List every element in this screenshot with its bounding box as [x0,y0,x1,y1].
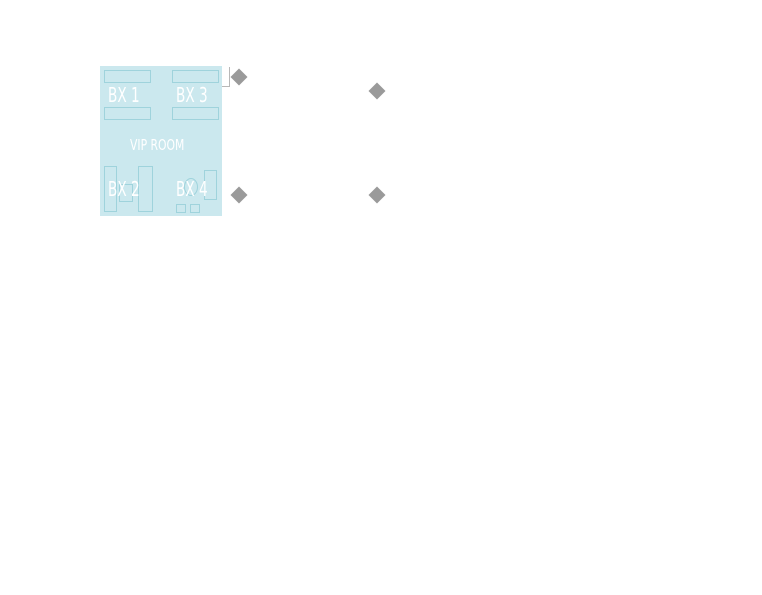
table-outline [172,107,219,120]
box-1-label[interactable]: BX 1 [108,83,140,107]
sofa-outline [138,166,153,212]
diamond-icon[interactable] [368,186,386,204]
vip-room-floorplan[interactable]: BX 1 BX 3 VIP ROOM BX 2 BX 4 [100,66,222,216]
diamond-icon[interactable] [230,68,248,86]
stool-outline [184,178,198,196]
table-outline [104,70,151,83]
table-outline [172,70,219,83]
chair-outline [176,204,186,213]
leader-line [222,67,230,87]
box-4-label[interactable]: BX 4 [176,177,208,201]
diamond-icon[interactable] [368,82,386,100]
seat-outline [119,184,133,202]
box-2-label[interactable]: BX 2 [108,177,140,201]
diamond-icon[interactable] [230,186,248,204]
sofa-outline [204,170,217,200]
sofa-outline [104,166,117,212]
box-3-label[interactable]: BX 3 [176,83,208,107]
chair-outline [190,204,200,213]
room-label: VIP ROOM [130,136,185,154]
table-outline [104,107,151,120]
